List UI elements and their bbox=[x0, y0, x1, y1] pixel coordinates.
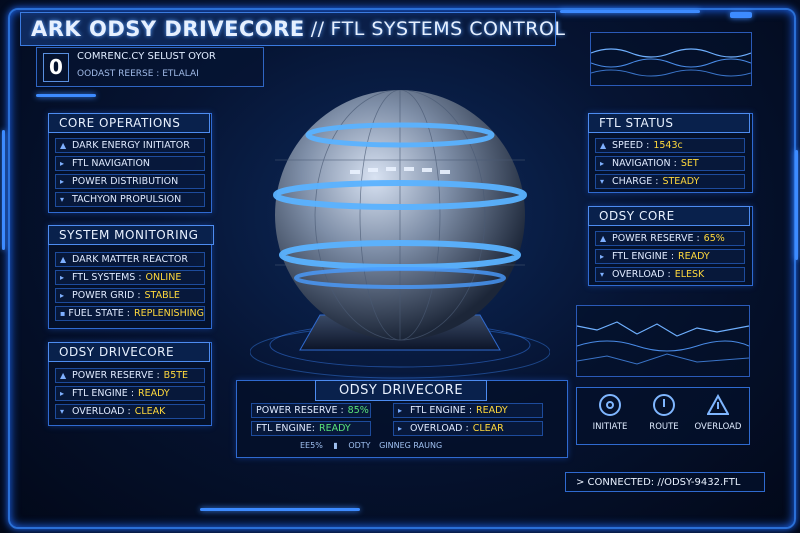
odsy-core-item[interactable]: ▸FTL ENGINE :READY bbox=[595, 249, 745, 264]
center-row[interactable]: FTL ENGINE:READY bbox=[251, 421, 371, 436]
status-line-2: OODAST REERSE : ETLALAI bbox=[77, 69, 199, 79]
status-line-1: COMRENC.CY SELUST OYOR bbox=[77, 51, 216, 62]
drivecore-item[interactable]: ▲POWER RESERVE :B5TE bbox=[55, 368, 205, 383]
title-sub: FTL SYSTEMS CONTROL bbox=[330, 18, 566, 40]
chevron-up-icon: ▲ bbox=[600, 141, 607, 150]
clock-icon bbox=[653, 394, 675, 416]
odsy-core-item[interactable]: ▲POWER RESERVE :65% bbox=[595, 231, 745, 246]
title-separator: // bbox=[310, 18, 325, 40]
left-drivecore-title: ODSY DRIVECORE bbox=[48, 342, 210, 362]
chevron-down-icon: ▾ bbox=[60, 407, 65, 416]
title-bar: ARK ODSY DRIVECORE // FTL SYSTEMS CONTRO… bbox=[20, 12, 565, 46]
chevron-up-icon: ▲ bbox=[600, 234, 607, 243]
chevron-right-icon: ▸ bbox=[398, 424, 403, 433]
frequency-graphic bbox=[577, 321, 749, 365]
monitor-item[interactable]: ▸POWER GRID :STABLE bbox=[55, 288, 205, 303]
monitor-item[interactable]: ▸FTL SYSTEMS :ONLINE bbox=[55, 270, 205, 285]
core-sphere-graphic bbox=[249, 89, 551, 379]
core-op-item[interactable]: ▾TACHYON PROPULSION bbox=[55, 192, 205, 207]
chevron-right-icon: ▸ bbox=[600, 252, 605, 261]
footer-bar-icon: ▮ bbox=[333, 441, 338, 450]
center-row[interactable]: ▸OVERLOAD :CLEAR bbox=[393, 421, 543, 436]
right-edge-light bbox=[795, 150, 798, 260]
center-drivecore-title: ODSY DRIVECORE bbox=[315, 380, 487, 401]
waveform-graphic bbox=[591, 48, 751, 77]
left-drivecore-panel: ODSY DRIVECORE ▲POWER RESERVE :B5TE ▸FTL… bbox=[48, 342, 212, 426]
chevron-right-icon: ▸ bbox=[60, 389, 65, 398]
core-operations-title: CORE OPERATIONS bbox=[48, 113, 210, 133]
top-right-bar bbox=[730, 12, 752, 18]
overload-button[interactable]: OVERLOAD bbox=[693, 392, 743, 440]
ftl-status-item[interactable]: ▸NAVIGATION :SET bbox=[595, 156, 745, 171]
chevron-right-icon: ▸ bbox=[398, 406, 403, 415]
initiate-button[interactable]: INITIATE bbox=[585, 392, 635, 440]
action-panel: INITIATE ROUTE OVERLOAD bbox=[576, 387, 750, 445]
bottom-edge-light bbox=[200, 508, 360, 511]
chevron-right-icon: ▸ bbox=[60, 273, 65, 282]
monitor-item[interactable]: ▲DARK MATTER REACTOR bbox=[55, 252, 205, 267]
chevron-right-icon: ▸ bbox=[60, 291, 65, 300]
right-wave-display bbox=[576, 305, 750, 377]
title-main: ARK ODSY DRIVECORE bbox=[31, 17, 305, 41]
monitor-item[interactable]: ▪FUEL STATE :REPLENISHING bbox=[55, 306, 205, 321]
odsy-core-panel: ODSY CORE ▲POWER RESERVE :65% ▸FTL ENGIN… bbox=[588, 206, 753, 286]
initiate-label: INITIATE bbox=[592, 422, 628, 432]
chevron-down-icon: ▾ bbox=[60, 195, 65, 204]
system-monitoring-title: SYSTEM MONITORING bbox=[48, 225, 214, 245]
footer-value-c: GINNEG RAUNG bbox=[379, 441, 443, 450]
left-edge-light bbox=[2, 130, 5, 250]
center-drivecore-panel: ODSY DRIVECORE POWER RESERVE :85% ▸FTL E… bbox=[236, 380, 568, 458]
top-edge-light bbox=[560, 10, 700, 13]
chevron-right-icon: ▸ bbox=[60, 159, 65, 168]
fuel-icon: ▪ bbox=[60, 309, 66, 318]
chevron-right-icon: ▸ bbox=[600, 159, 605, 168]
center-footer: EE5% ▮ ODTY GINNEG RAUNG bbox=[300, 441, 500, 450]
status-number: 0 bbox=[43, 53, 69, 82]
system-monitoring-panel: SYSTEM MONITORING ▲DARK MATTER REACTOR ▸… bbox=[48, 225, 214, 329]
odsy-core-item[interactable]: ▾OVERLOAD :ELESK bbox=[595, 267, 745, 282]
ftl-status-item[interactable]: ▾CHARGE :STEADY bbox=[595, 174, 745, 189]
chevron-down-icon: ▾ bbox=[600, 270, 605, 279]
drivecore-sphere bbox=[249, 89, 551, 380]
status-underline bbox=[36, 94, 96, 97]
footer-value-a: EE5% bbox=[300, 441, 323, 450]
chevron-up-icon: ▲ bbox=[60, 371, 67, 380]
gear-icon bbox=[599, 394, 621, 416]
core-op-item[interactable]: ▸POWER DISTRIBUTION bbox=[55, 174, 205, 189]
top-wave-display bbox=[590, 32, 752, 86]
route-label: ROUTE bbox=[649, 422, 679, 432]
chevron-right-icon: ▸ bbox=[60, 177, 65, 186]
chevron-down-icon: ▾ bbox=[600, 177, 605, 186]
connection-status: > CONNECTED: //ODSY-9432.FTL bbox=[565, 472, 765, 492]
route-button[interactable]: ROUTE bbox=[639, 392, 689, 440]
ftl-status-title: FTL STATUS bbox=[588, 113, 750, 133]
status-box: 0 COMRENC.CY SELUST OYOR OODAST REERSE :… bbox=[36, 47, 264, 87]
ftl-status-panel: FTL STATUS ▲SPEED :1543c ▸NAVIGATION :SE… bbox=[588, 113, 753, 193]
core-op-item[interactable]: ▲DARK ENERGY INITIATOR bbox=[55, 138, 205, 153]
core-operations-panel: CORE OPERATIONS ▲DARK ENERGY INITIATOR ▸… bbox=[48, 113, 212, 213]
center-row[interactable]: POWER RESERVE :85% bbox=[251, 403, 371, 418]
odsy-core-title: ODSY CORE bbox=[588, 206, 750, 226]
chevron-up-icon: ▲ bbox=[60, 141, 67, 150]
center-row[interactable]: ▸FTL ENGINE :READY bbox=[393, 403, 543, 418]
footer-value-b: ODTY bbox=[348, 441, 371, 450]
overload-label: OVERLOAD bbox=[694, 422, 742, 432]
drivecore-item[interactable]: ▸FTL ENGINE :READY bbox=[55, 386, 205, 401]
drivecore-item[interactable]: ▾OVERLOAD :CLEAK bbox=[55, 404, 205, 419]
core-op-item[interactable]: ▸FTL NAVIGATION bbox=[55, 156, 205, 171]
ftl-status-item[interactable]: ▲SPEED :1543c bbox=[595, 138, 745, 153]
warning-icon bbox=[706, 393, 730, 416]
chevron-up-icon: ▲ bbox=[60, 255, 67, 264]
